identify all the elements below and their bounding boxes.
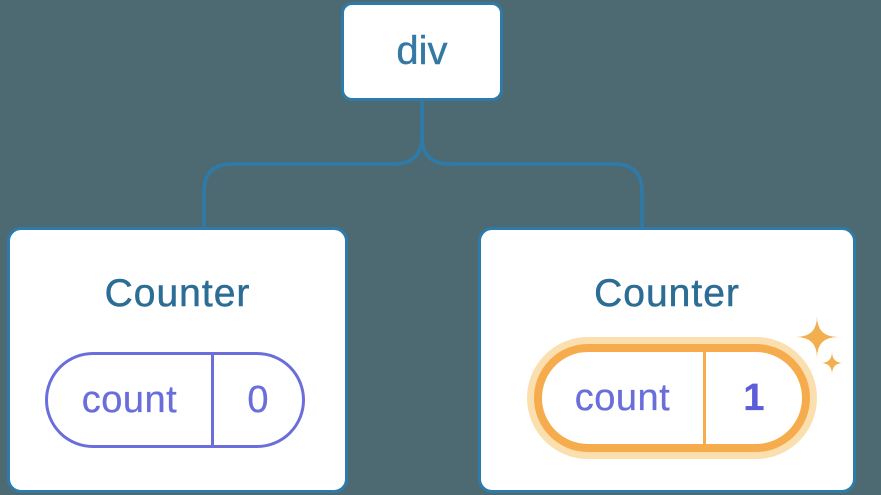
sparkle-large <box>796 316 838 358</box>
sparkles-icon <box>796 316 844 375</box>
connector-left-branch <box>202 101 424 229</box>
state-key-label: count <box>574 376 671 419</box>
state-key-label: count <box>81 378 178 421</box>
counter-title: Counter <box>594 272 740 316</box>
state-pill-highlighted: count 1 <box>534 344 810 452</box>
state-pill: count 0 <box>45 352 305 448</box>
root-node-div: div <box>341 2 503 101</box>
counter-title: Counter <box>104 272 251 316</box>
counter-card-right: Counter count 1 <box>478 227 856 493</box>
connector-right-branch <box>420 101 644 229</box>
root-node-label: div <box>396 29 448 73</box>
counter-card-left: Counter count 0 <box>7 227 348 493</box>
state-value: 0 <box>211 355 302 445</box>
sparkle-small <box>820 351 844 375</box>
state-value: 1 <box>703 352 802 444</box>
